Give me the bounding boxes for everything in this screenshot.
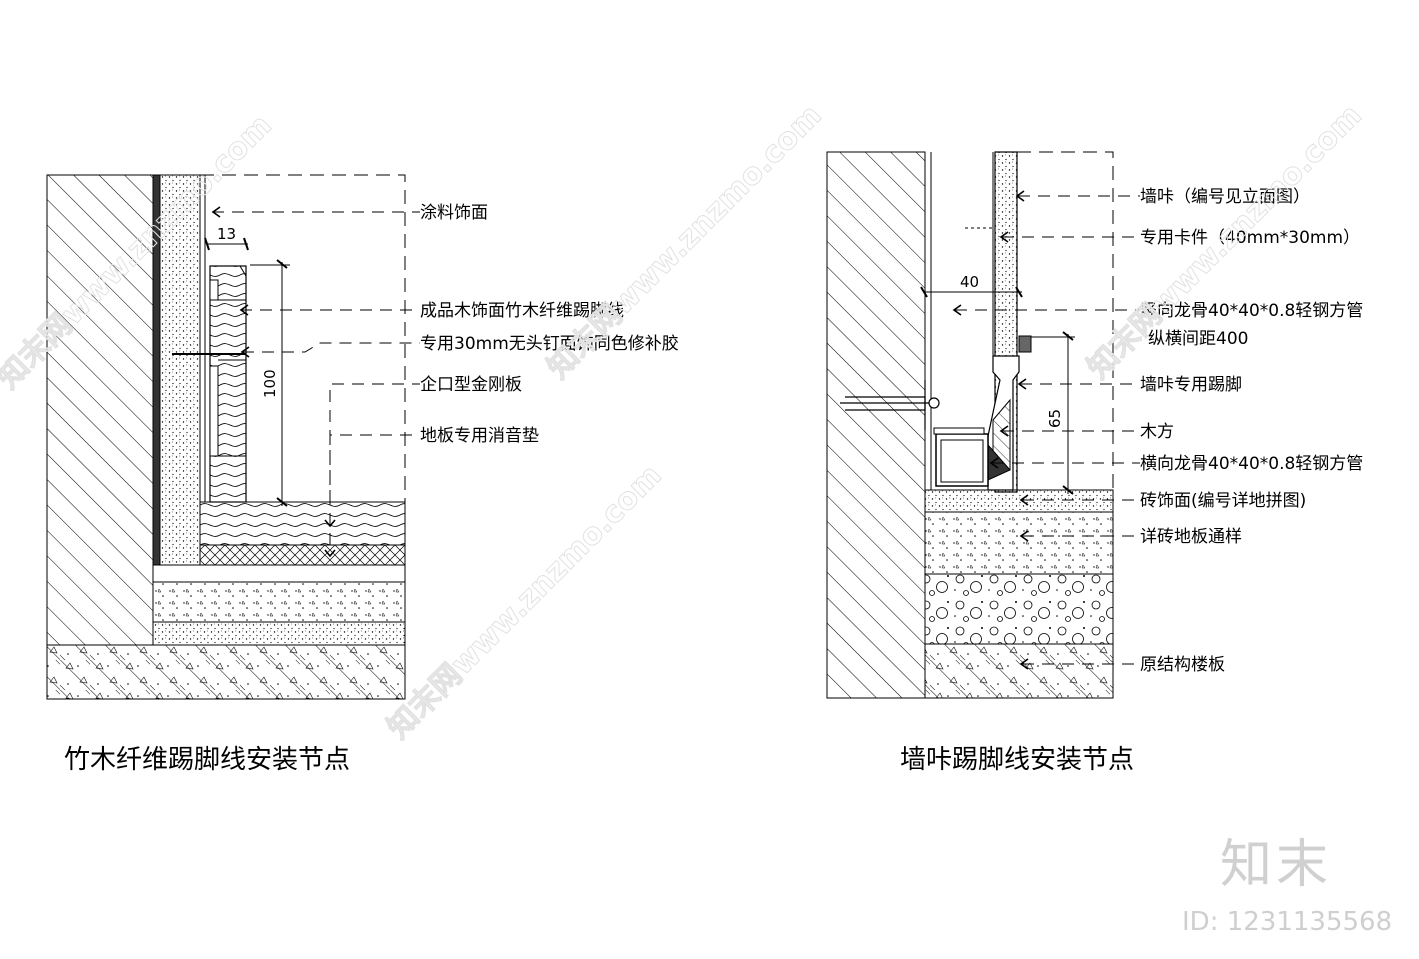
tile-face	[924, 489, 1114, 513]
left-slab	[46, 644, 406, 700]
left-label-1: 涂料饰面	[420, 203, 488, 223]
right-label-4: 纵横间距400	[1148, 329, 1248, 349]
left-wall-hatch	[46, 174, 154, 646]
tile-bed	[924, 511, 1114, 575]
left-label-4: 企口型金刚板	[420, 375, 522, 395]
right-label-10: 原结构楼板	[1140, 655, 1225, 675]
watermark-site-2: 知末网www.znzmo.com	[381, 458, 669, 746]
gravel-layer	[924, 573, 1114, 645]
watermark-brand: 知末	[1220, 835, 1332, 895]
laminate-floor	[199, 501, 406, 546]
right-slab	[924, 643, 1114, 699]
left-label-3: 专用30mm无头钉面饰同色修补胶	[420, 334, 679, 354]
sound-pad	[199, 544, 406, 566]
right-label-9: 详砖地板通样	[1140, 527, 1242, 547]
right-dim-width: 40	[960, 273, 979, 291]
right-label-2: 专用卡件（40mm*30mm）	[1140, 228, 1360, 248]
right-label-8: 砖饰面(编号详地拼图)	[1140, 491, 1306, 511]
screed-3	[152, 621, 406, 646]
left-title: 竹木纤维踢脚线安装节点	[64, 745, 350, 775]
left-dim-width: 13	[217, 225, 236, 243]
screed-1	[152, 564, 406, 583]
right-label-5: 墙咔专用踢脚	[1140, 375, 1242, 395]
left-detail: 13 100 涂料饰面 成品木饰面竹木纤维踢脚线 专用30mm无头钉面饰同色修补…	[46, 174, 679, 775]
right-title: 墙咔踢脚线安装节点	[900, 745, 1134, 775]
watermark-site-3: 知末网www.znzmo.com	[541, 98, 829, 386]
screed-2	[152, 581, 406, 623]
watermark-id: ID: 1231135568	[1182, 907, 1392, 937]
right-label-3: 竖向龙骨40*40*0.8轻钢方管	[1140, 301, 1363, 321]
right-label-7: 横向龙骨40*40*0.8轻钢方管	[1140, 454, 1363, 474]
left-label-5: 地板专用消音垫	[420, 426, 539, 446]
right-dim-height: 65	[1046, 409, 1064, 428]
right-label-6: 木方	[1140, 422, 1174, 442]
right-wall-hatch	[826, 151, 926, 699]
right-detail: 40 65 墙咔（编号见立面图）	[826, 151, 1363, 775]
kick-top-cap	[1018, 335, 1032, 353]
left-dim-height: 100	[261, 369, 279, 398]
left-label-2: 成品木饰面竹木纤维踢脚线	[420, 301, 624, 321]
right-label-1: 墙咔（编号见立面图）	[1140, 187, 1310, 207]
